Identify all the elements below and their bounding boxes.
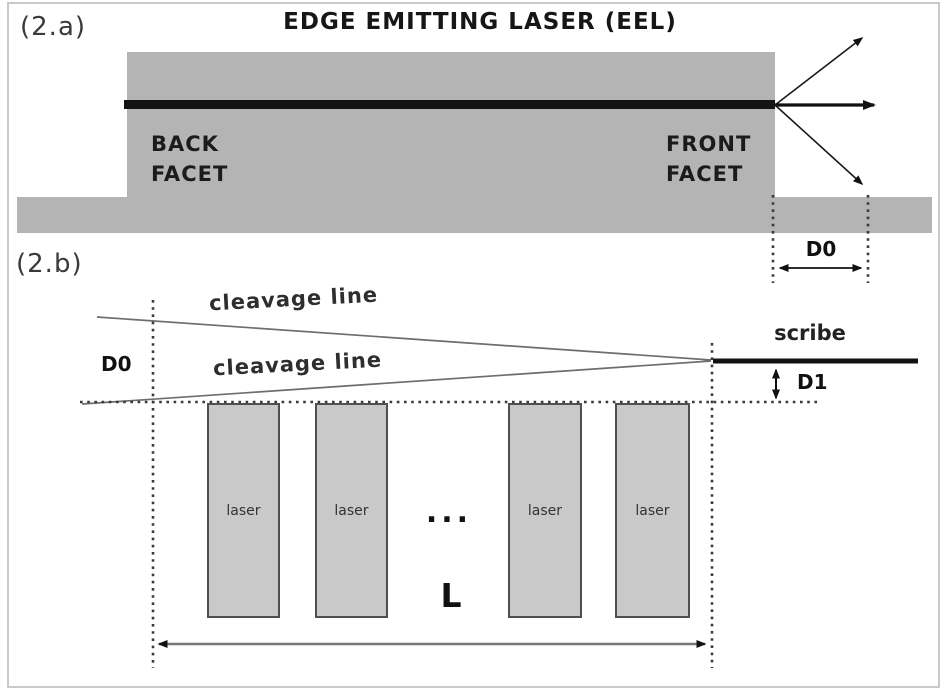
more-lasers-ellipsis: ... — [425, 495, 473, 530]
scribe-label: scribe — [774, 321, 846, 345]
emission-arrow-up — [774, 37, 864, 106]
submount-bar — [17, 197, 932, 233]
figure-title: EDGE EMITTING LASER (EEL) — [283, 9, 677, 35]
d1-label: D1 — [797, 370, 828, 394]
front-facet-label: FRONT FACET — [666, 132, 752, 187]
panel-b-label: (2.b) — [16, 249, 83, 279]
cleavage-line-upper — [96, 316, 712, 361]
waveguide-line — [124, 100, 775, 109]
panel-a-label: (2.a) — [20, 12, 87, 42]
laser-block-4: laser — [615, 403, 690, 618]
cleavage-line-lower — [81, 360, 712, 405]
emission-arrow-down — [774, 104, 864, 186]
back-facet-label: BACK FACET — [151, 132, 229, 187]
laser-block-2: laser — [315, 403, 388, 618]
d0-label-panel-b: D0 — [101, 352, 132, 376]
laser-block-1: laser — [207, 403, 280, 618]
laser-block-3: laser — [508, 403, 582, 618]
laser-chip-body — [127, 52, 775, 197]
figure-frame — [7, 2, 940, 688]
d0-label-panel-a: D0 — [805, 237, 837, 261]
bar-length-label: L — [440, 576, 462, 615]
